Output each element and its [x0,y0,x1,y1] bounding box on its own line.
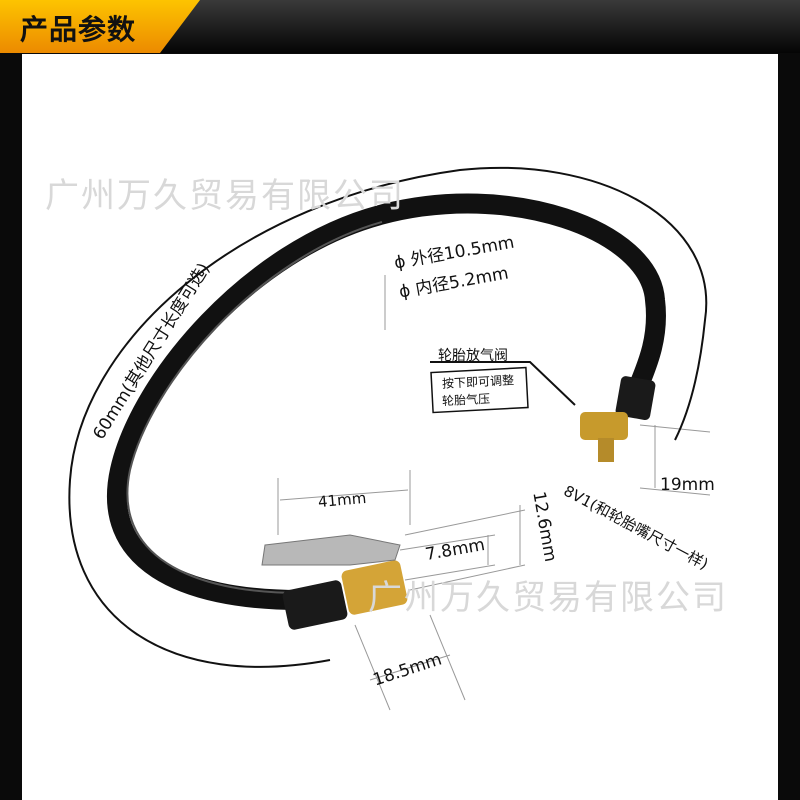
tire-deflate-valve [580,412,628,440]
chuck-clip-lever [261,534,401,566]
product-canvas [22,54,778,800]
page-title: 产品参数 [20,13,137,46]
dimension-lines [277,275,711,711]
valve-desc-line-2: 轮胎气压 [441,391,491,409]
valve-thread [598,438,614,462]
valve-desc-box [430,366,529,414]
valve-title-label: 轮胎放气阀 [438,348,508,364]
brass-chuck [341,560,408,615]
length-arrow [68,166,708,668]
valve-sleeve [615,376,656,421]
air-hose [106,193,666,610]
valve-pointer-arrow [430,361,576,406]
hose-highlight [126,221,383,594]
header-bar: 产品参数 [0,0,800,53]
watermark-bottom: 广州万久贸易有限公司 [368,578,728,618]
thread-length-label: 19mm [660,475,715,495]
watermark-top: 广州万久贸易有限公司 [45,176,405,216]
chuck-sleeve [282,580,348,630]
